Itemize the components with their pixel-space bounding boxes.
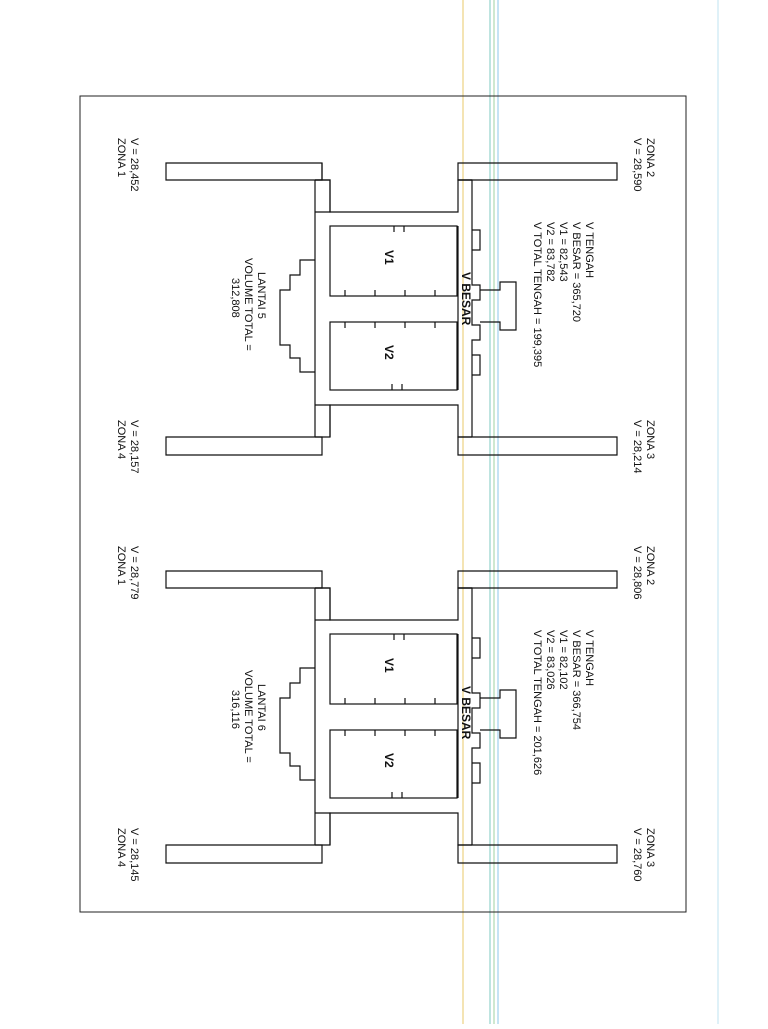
plan-lantai-5: ZONA 1 V = 28,452 ZONA 2 V = 28,590 ZONA… xyxy=(115,138,656,474)
vbesar-label: V BESAR xyxy=(459,686,473,740)
zona1-volume: V = 28,779 xyxy=(128,546,140,600)
plan-lantai-6: ZONA 1 V = 28,779 ZONA 2 V = 28,806 ZONA… xyxy=(115,546,656,882)
lantai-volume-value: 312,808 xyxy=(229,278,241,318)
lantai-title: LANTAI 6 xyxy=(255,684,267,731)
tengah-line-3: V1 = 82,102 xyxy=(557,630,569,690)
tengah-line-5: V TOTAL TENGAH = 199,395 xyxy=(531,222,543,367)
zona1-volume: V = 28,452 xyxy=(128,138,140,192)
tengah-line-1: V TENGAH xyxy=(583,630,595,686)
vbesar-label: V BESAR xyxy=(459,272,473,326)
vbesar-text: V BESAR xyxy=(459,686,473,740)
v2-label: V2 xyxy=(382,753,396,768)
tengah-block: V TENGAH V BESAR = 366,754 V1 = 82,102 V… xyxy=(531,630,595,775)
zona2-label: ZONA 2 V = 28,806 xyxy=(631,546,656,600)
zona4-volume: V = 28,145 xyxy=(128,828,140,882)
zona4-volume: V = 28,157 xyxy=(128,420,140,474)
v1-label: V1 xyxy=(382,658,396,673)
zona1-label: ZONA 1 V = 28,779 xyxy=(115,546,140,600)
scan-artifact-lines xyxy=(462,0,719,1024)
zona3-title: ZONA 3 xyxy=(644,420,656,459)
lantai-volume-value: 316,116 xyxy=(229,690,241,729)
tengah-line-2: V BESAR = 366,754 xyxy=(570,630,582,730)
lantai-volume-label: VOLUME TOTAL = xyxy=(242,670,254,763)
zona3-label: ZONA 3 V = 28,214 xyxy=(631,420,656,474)
lantai-block: LANTAI 6 VOLUME TOTAL = 316,116 xyxy=(229,670,267,763)
zona4-label: ZONA 4 V = 28,157 xyxy=(115,420,140,474)
zona2-volume: V = 28,590 xyxy=(631,138,643,192)
zona2-title: ZONA 2 xyxy=(644,138,656,177)
lantai-volume-label: VOLUME TOTAL = xyxy=(242,258,254,351)
zona2-volume: V = 28,806 xyxy=(631,546,643,600)
v1-text: V1 xyxy=(382,658,396,673)
zona3-title: ZONA 3 xyxy=(644,828,656,867)
zona2-title: ZONA 2 xyxy=(644,546,656,585)
v2-text: V2 xyxy=(382,345,396,360)
zona1-title: ZONA 1 xyxy=(115,546,127,585)
tengah-line-4: V2 = 83,026 xyxy=(544,630,556,690)
v2-label: V2 xyxy=(382,345,396,360)
tengah-line-1: V TENGAH xyxy=(583,222,595,278)
tengah-line-3: V1 = 82,543 xyxy=(557,222,569,282)
lantai-title: LANTAI 5 xyxy=(255,272,267,319)
v2-text: V2 xyxy=(382,753,396,768)
plan-outline xyxy=(165,162,618,456)
zona3-volume: V = 28,214 xyxy=(631,420,643,474)
tengah-line-4: V2 = 83,782 xyxy=(544,222,556,282)
v1-label: V1 xyxy=(382,250,396,265)
plan-outline xyxy=(165,570,618,864)
zona4-title: ZONA 4 xyxy=(115,828,127,867)
zona4-title: ZONA 4 xyxy=(115,420,127,459)
v1-text: V1 xyxy=(382,250,396,265)
zona3-volume: V = 28,760 xyxy=(631,828,643,882)
zona1-title: ZONA 1 xyxy=(115,138,127,177)
vbesar-text: V BESAR xyxy=(459,272,473,326)
zona3-label: ZONA 3 V = 28,760 xyxy=(631,828,656,882)
drawing-frame xyxy=(79,95,687,913)
tengah-line-2: V BESAR = 365,720 xyxy=(570,222,582,322)
tengah-block: V TENGAH V BESAR = 365,720 V1 = 82,543 V… xyxy=(531,222,595,367)
tengah-line-5: V TOTAL TENGAH = 201,626 xyxy=(531,630,543,775)
zona2-label: ZONA 2 V = 28,590 xyxy=(631,138,656,192)
zona1-label: ZONA 1 V = 28,452 xyxy=(115,138,140,192)
zona4-label: ZONA 4 V = 28,145 xyxy=(115,828,140,882)
lantai-block: LANTAI 5 VOLUME TOTAL = 312,808 xyxy=(229,258,267,351)
